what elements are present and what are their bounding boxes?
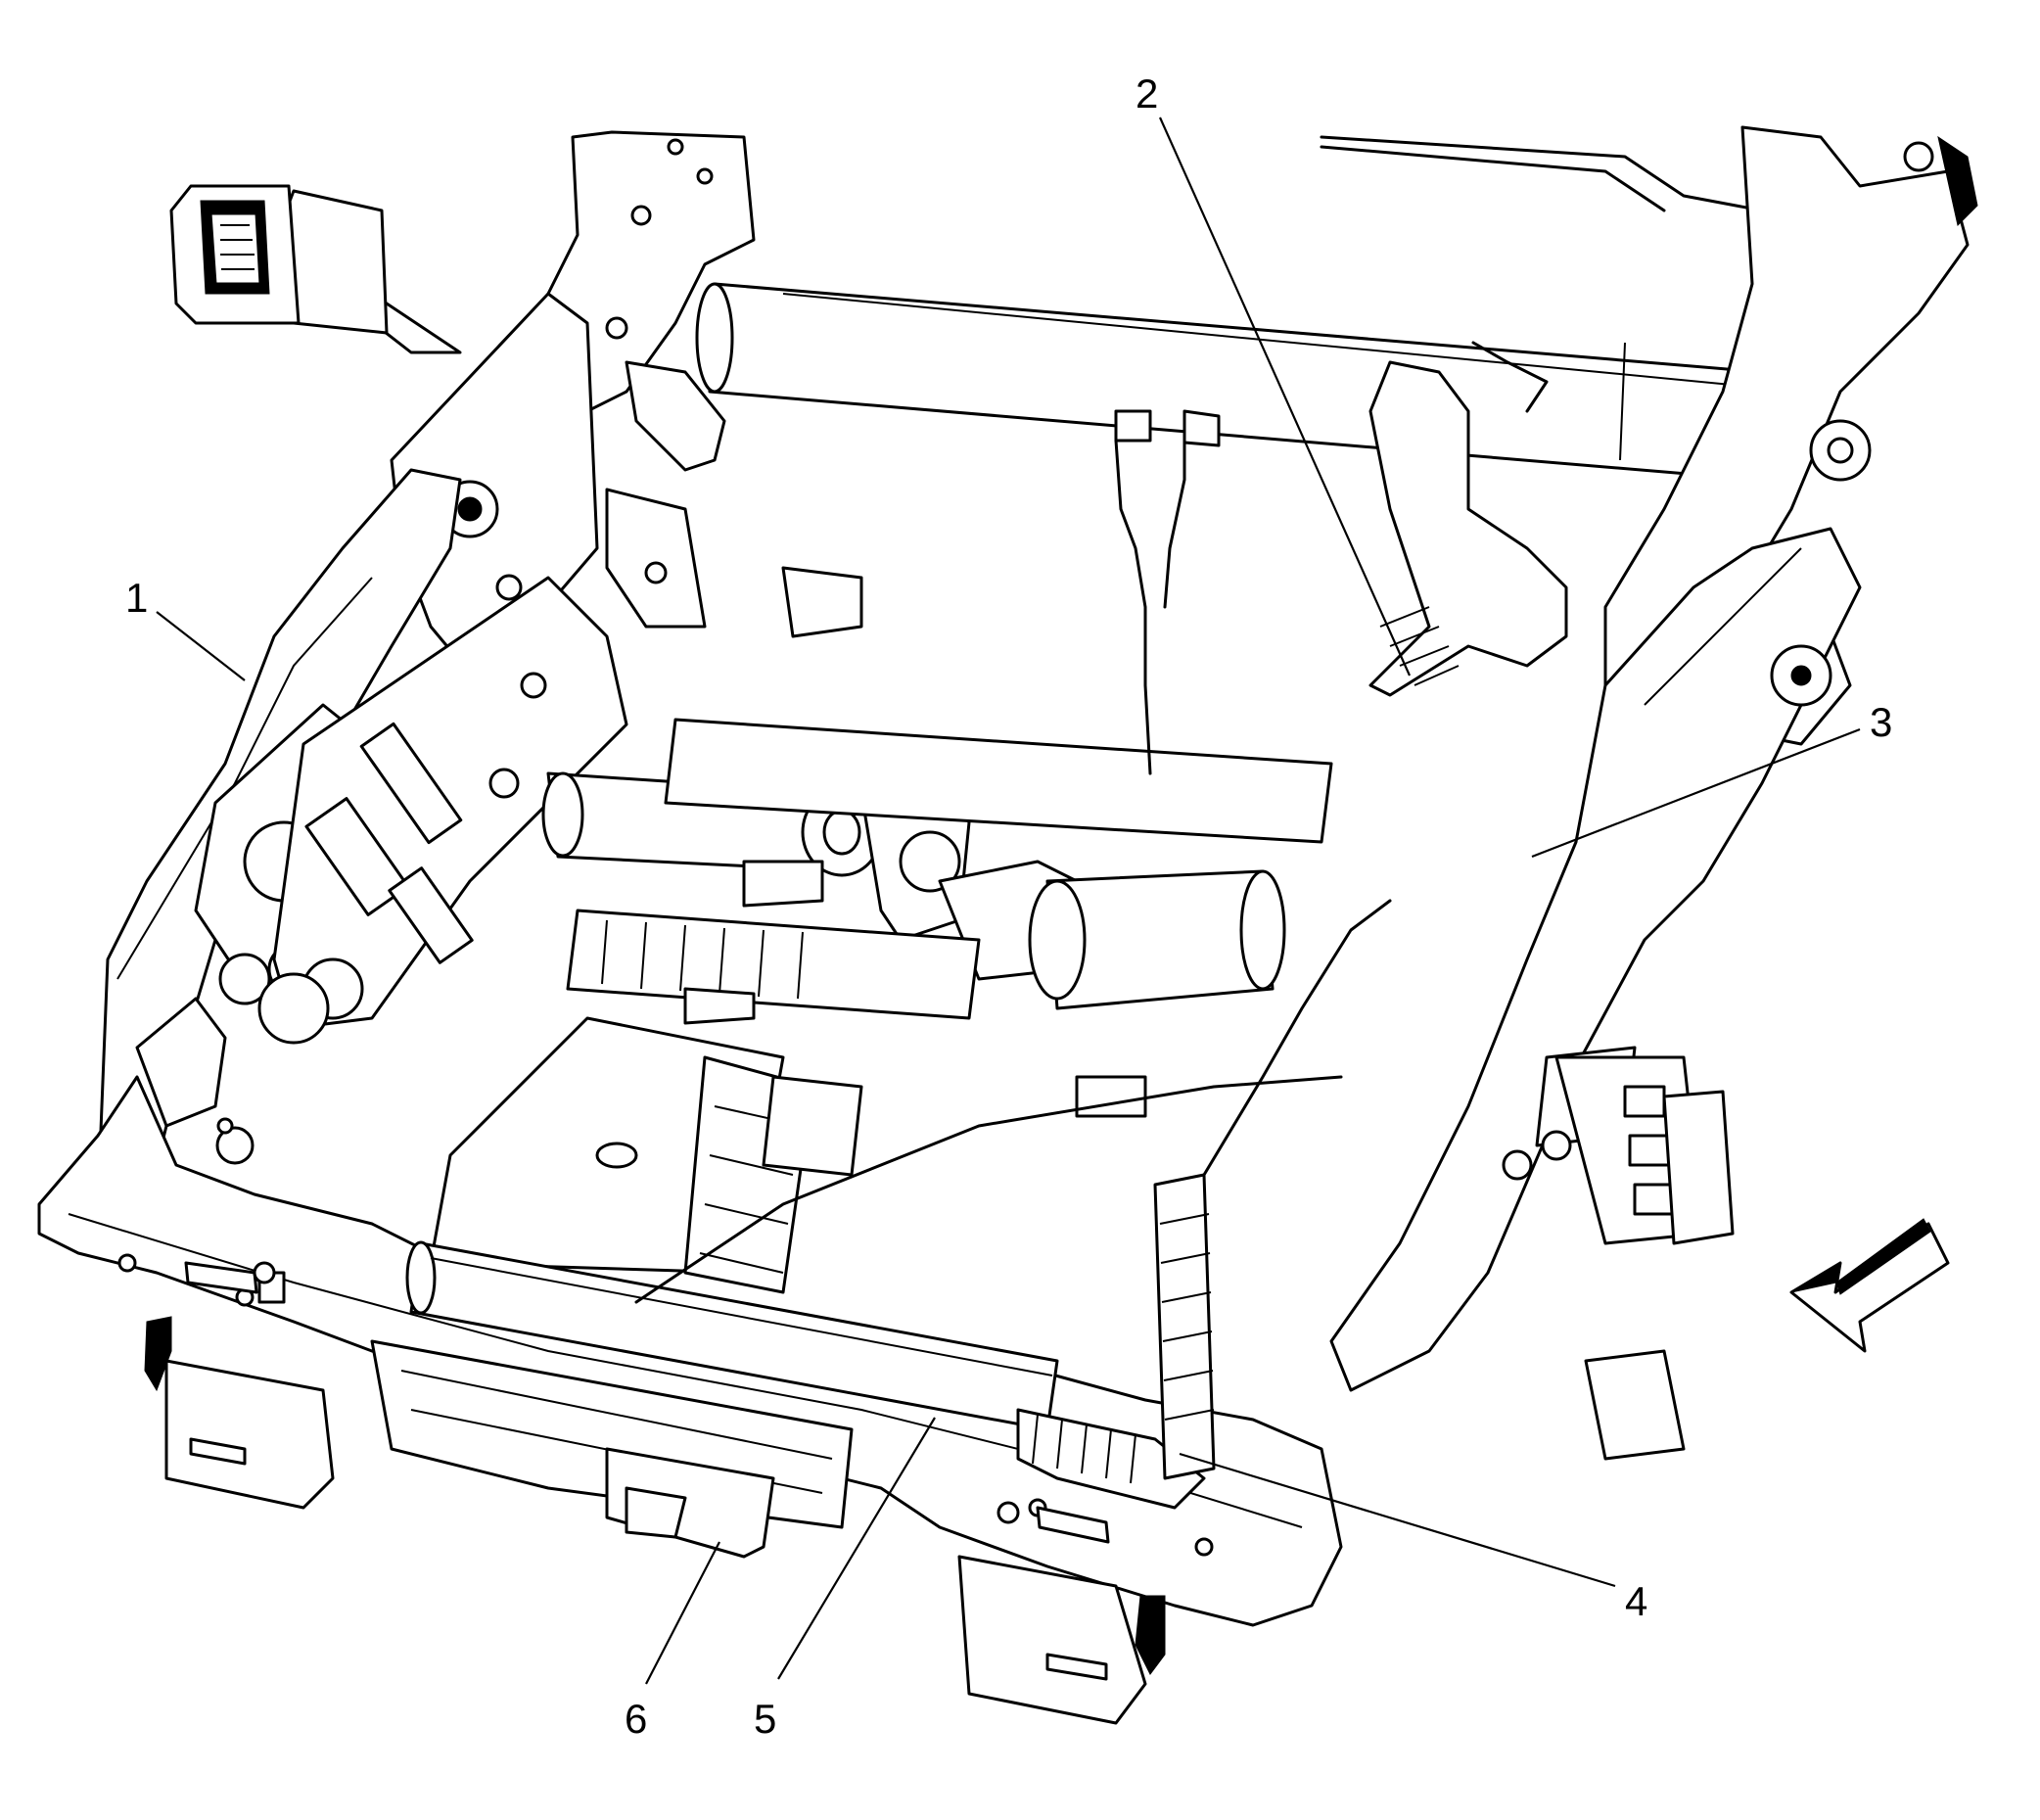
callout-1: 1 xyxy=(125,575,148,621)
wire-harness-2 xyxy=(1114,341,1568,775)
seat-module xyxy=(429,987,863,1294)
leader-1 xyxy=(156,611,246,681)
leader-6 xyxy=(645,1541,720,1685)
leader-3 xyxy=(1531,727,1861,859)
callout-5: 5 xyxy=(754,1696,776,1742)
leader-2 xyxy=(1158,117,1412,677)
front-harness-4 xyxy=(634,899,1392,1510)
right-side-rail xyxy=(1329,527,1862,1461)
callout-2: 2 xyxy=(1136,70,1158,117)
front-wire-harness-bundle xyxy=(566,718,1333,1020)
seat-belt-buckle xyxy=(169,184,462,354)
front-direction-arrow-icon xyxy=(1789,1218,1950,1353)
callout-labels: 1 2 3 4 5 6 xyxy=(125,70,1892,1742)
callout-4: 4 xyxy=(1625,1578,1647,1624)
callout-6: 6 xyxy=(625,1696,647,1742)
front-feet-brackets xyxy=(144,1316,1166,1725)
leader-5 xyxy=(777,1417,936,1680)
leader-4 xyxy=(1179,1452,1616,1588)
callout-leaders xyxy=(156,117,1861,1685)
callout-3: 3 xyxy=(1870,699,1892,745)
left-seat-track xyxy=(257,360,863,1045)
rear-cross-tube xyxy=(695,135,1764,482)
